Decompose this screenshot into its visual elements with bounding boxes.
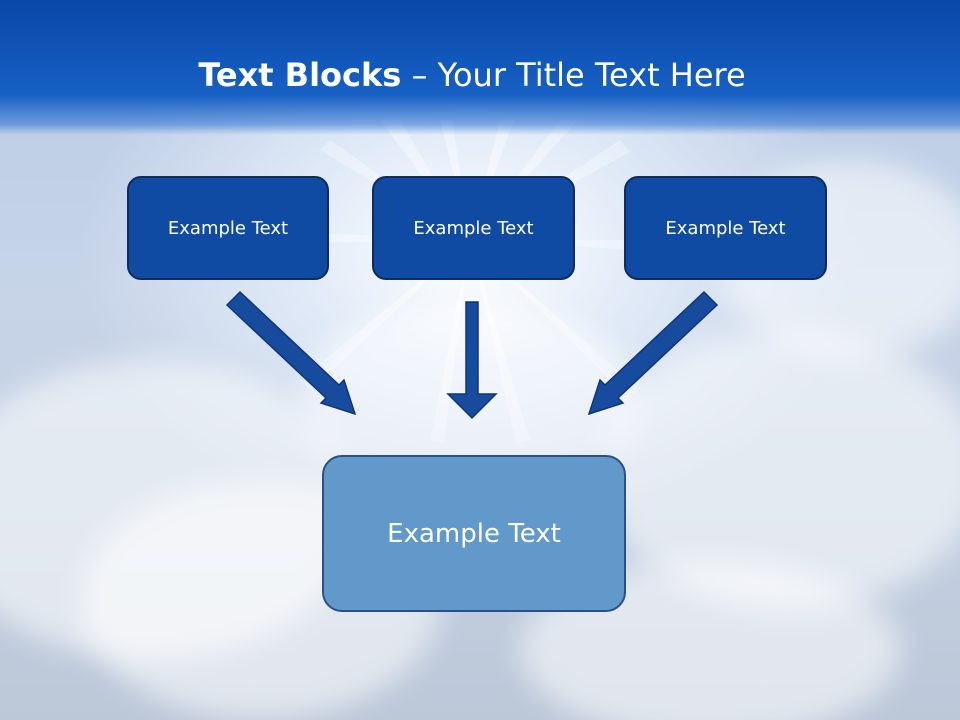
arrow-middle: [446, 301, 498, 420]
text-block-label: Example Text: [665, 217, 786, 239]
text-block-label: Example Text: [167, 217, 289, 239]
title-dash: –: [401, 56, 438, 94]
arrow-left: [225, 290, 357, 416]
title-band: [0, 0, 960, 135]
text-block-bottom[interactable]: Example Text: [322, 455, 626, 612]
text-block-top-middle[interactable]: Example Text: [372, 176, 575, 280]
arrow-right: [587, 290, 719, 416]
title-rest: Your Title Text Here: [437, 56, 746, 94]
text-block-top-right[interactable]: Example Text: [624, 176, 827, 280]
text-block-top-left[interactable]: Example Text: [127, 176, 329, 280]
text-block-label: Example Text: [387, 518, 561, 549]
slide-title: Text Blocks – Your Title Text Here: [0, 52, 944, 98]
title-bold: Text Blocks: [198, 56, 402, 94]
text-block-label: Example Text: [413, 217, 534, 239]
